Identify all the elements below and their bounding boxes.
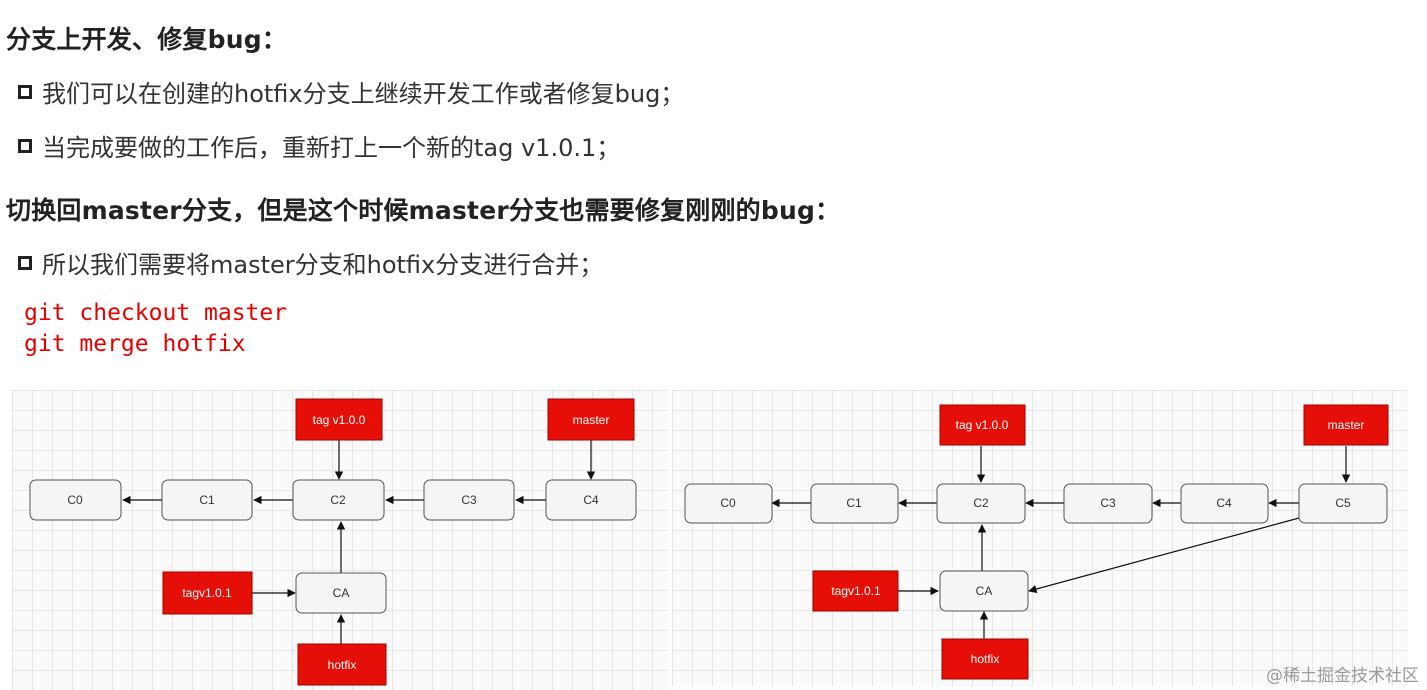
tag-v1-0-1: tagv1.0.1: [162, 571, 253, 615]
branch-label: master: [573, 413, 610, 427]
branch-label: hotfix: [971, 652, 1000, 666]
bullet-item: 我们可以在创建的hotfix分支上继续开发工作或者修复bug；: [18, 74, 684, 109]
commit-label: C2: [973, 496, 989, 510]
commit-node: C3: [1063, 483, 1153, 524]
commit-label: CA: [976, 584, 993, 598]
branch-hotfix: hotfix: [941, 638, 1029, 680]
checkbox-square-icon: [18, 138, 32, 153]
tag-v1-0-1: tagv1.0.1: [812, 570, 899, 612]
commit-label: C5: [1335, 496, 1351, 510]
bullet-text: 当完成要做的工作后，重新打上一个新的tag v1.0.1；: [42, 134, 621, 162]
commit-node-ca: CA: [939, 570, 1029, 612]
commit-label: C0: [67, 493, 83, 507]
bullet-text: 我们可以在创建的hotfix分支上继续开发工作或者修复bug；: [42, 80, 685, 108]
commit-node-ca: CA: [295, 572, 387, 614]
tag-label: tagv1.0.1: [182, 586, 232, 600]
commit-label: C4: [1216, 496, 1232, 510]
commit-label: C4: [583, 493, 599, 507]
code-line: git checkout master: [24, 300, 288, 326]
tag-v1-0-0: tag v1.0.0: [295, 398, 383, 441]
checkbox-square-icon: [18, 255, 32, 270]
code-block: git checkout master git merge hotfix: [24, 298, 287, 360]
heading-branch-dev: 分支上开发、修复bug：: [6, 25, 287, 54]
branch-master: master: [1303, 404, 1389, 446]
diagram-after-merge: C0 C1 C2 C3 C4 C5 CA tag v1.0.0: [672, 390, 1408, 686]
branch-master: master: [547, 398, 635, 441]
bullet-item: 当完成要做的工作后，重新打上一个新的tag v1.0.1；: [18, 128, 620, 163]
heading-switch-master: 切换回master分支，但是这个时候master分支也需要修复刚刚的bug：: [6, 196, 841, 225]
tag-label: tagv1.0.1: [831, 584, 881, 598]
watermark: @稀土掘金技术社区: [1266, 666, 1419, 686]
commit-label: C3: [461, 493, 477, 507]
branch-hotfix: hotfix: [297, 643, 387, 686]
branch-label: hotfix: [328, 658, 357, 672]
tag-label: tag v1.0.0: [313, 413, 366, 427]
commit-node: C2: [936, 483, 1026, 524]
commit-node: C4: [545, 479, 637, 521]
commit-node: C5: [1298, 483, 1388, 524]
commit-label: C1: [846, 496, 862, 510]
commit-node: C4: [1180, 483, 1269, 524]
commit-label: C3: [1100, 496, 1116, 510]
bullet-item: 所以我们需要将master分支和hotfix分支进行合并；: [18, 245, 603, 280]
tag-label: tag v1.0.0: [956, 418, 1009, 432]
commit-node: C2: [292, 479, 385, 521]
bullet-text: 所以我们需要将master分支和hotfix分支进行合并；: [42, 251, 604, 279]
tag-v1-0-0: tag v1.0.0: [939, 404, 1026, 446]
branch-label: master: [1328, 418, 1365, 432]
commit-node: C0: [29, 479, 122, 521]
commit-node: C0: [684, 483, 773, 524]
commit-node: C1: [810, 483, 899, 524]
commit-label: C2: [330, 493, 346, 507]
commit-node: C3: [423, 479, 515, 521]
merge-arrow: [1028, 517, 1300, 594]
commit-node: C1: [161, 479, 253, 521]
commit-label: C1: [199, 493, 215, 507]
diagram-before-merge: C0 C1 C2 C3 C4 CA tag v1.0.0 mast: [12, 390, 668, 690]
commit-label: CA: [333, 586, 350, 600]
checkbox-square-icon: [18, 84, 32, 99]
commit-label: C0: [720, 496, 736, 510]
code-line: git merge hotfix: [24, 331, 246, 357]
